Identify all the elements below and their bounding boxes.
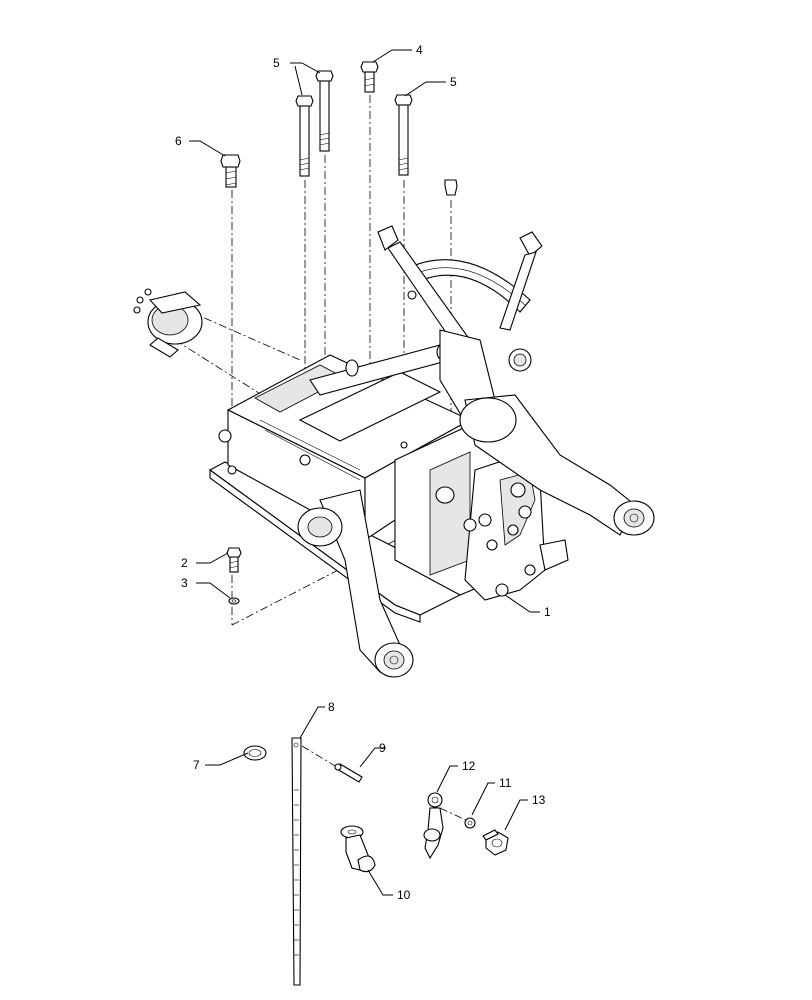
banjo-bolt-item-13: [482, 829, 509, 856]
callout-7: 7: [193, 758, 200, 772]
banjo-fitting-item-12: [423, 792, 444, 860]
dipstick-item-8: [291, 737, 302, 986]
callout-9: 9: [379, 741, 386, 755]
leader-lines: [189, 49, 540, 896]
bolt-item-6: [220, 154, 241, 188]
callout-3: 3: [181, 576, 188, 590]
callout-2: 2: [181, 556, 188, 570]
pin-item-9: [334, 763, 363, 783]
washer-item-7: [243, 745, 267, 761]
lift-arm-right: [459, 394, 655, 536]
callout-1: 1: [544, 605, 551, 619]
callout-10: 10: [397, 888, 411, 902]
callout-5-left: 5: [273, 56, 280, 70]
callout-8: 8: [328, 700, 335, 714]
callout-12: 12: [462, 759, 476, 773]
hitch-housing-assembly-item-1: [208, 342, 569, 623]
callout-6: 6: [175, 134, 182, 148]
bolt-item-2: [226, 547, 242, 573]
callout-5-right: 5: [450, 75, 457, 89]
position-sensor: [133, 288, 203, 358]
washer-item-11: [464, 817, 476, 829]
bolt-item-5-middle: [315, 70, 334, 152]
bolt-item-5-right: [394, 94, 413, 176]
small-plug: [444, 179, 458, 196]
bolt-item-4: [360, 61, 379, 93]
callout-labels: 1 2 3 4 5 5 6 7 8 9 10 11 12 13: [175, 43, 551, 902]
lift-arm-left: [297, 489, 414, 678]
clip-item-10: [340, 825, 376, 873]
callout-4: 4: [416, 43, 423, 57]
callout-13: 13: [532, 793, 546, 807]
washer-item-3: [228, 597, 240, 605]
callout-11: 11: [499, 776, 512, 790]
bolt-item-5-left: [295, 95, 314, 177]
